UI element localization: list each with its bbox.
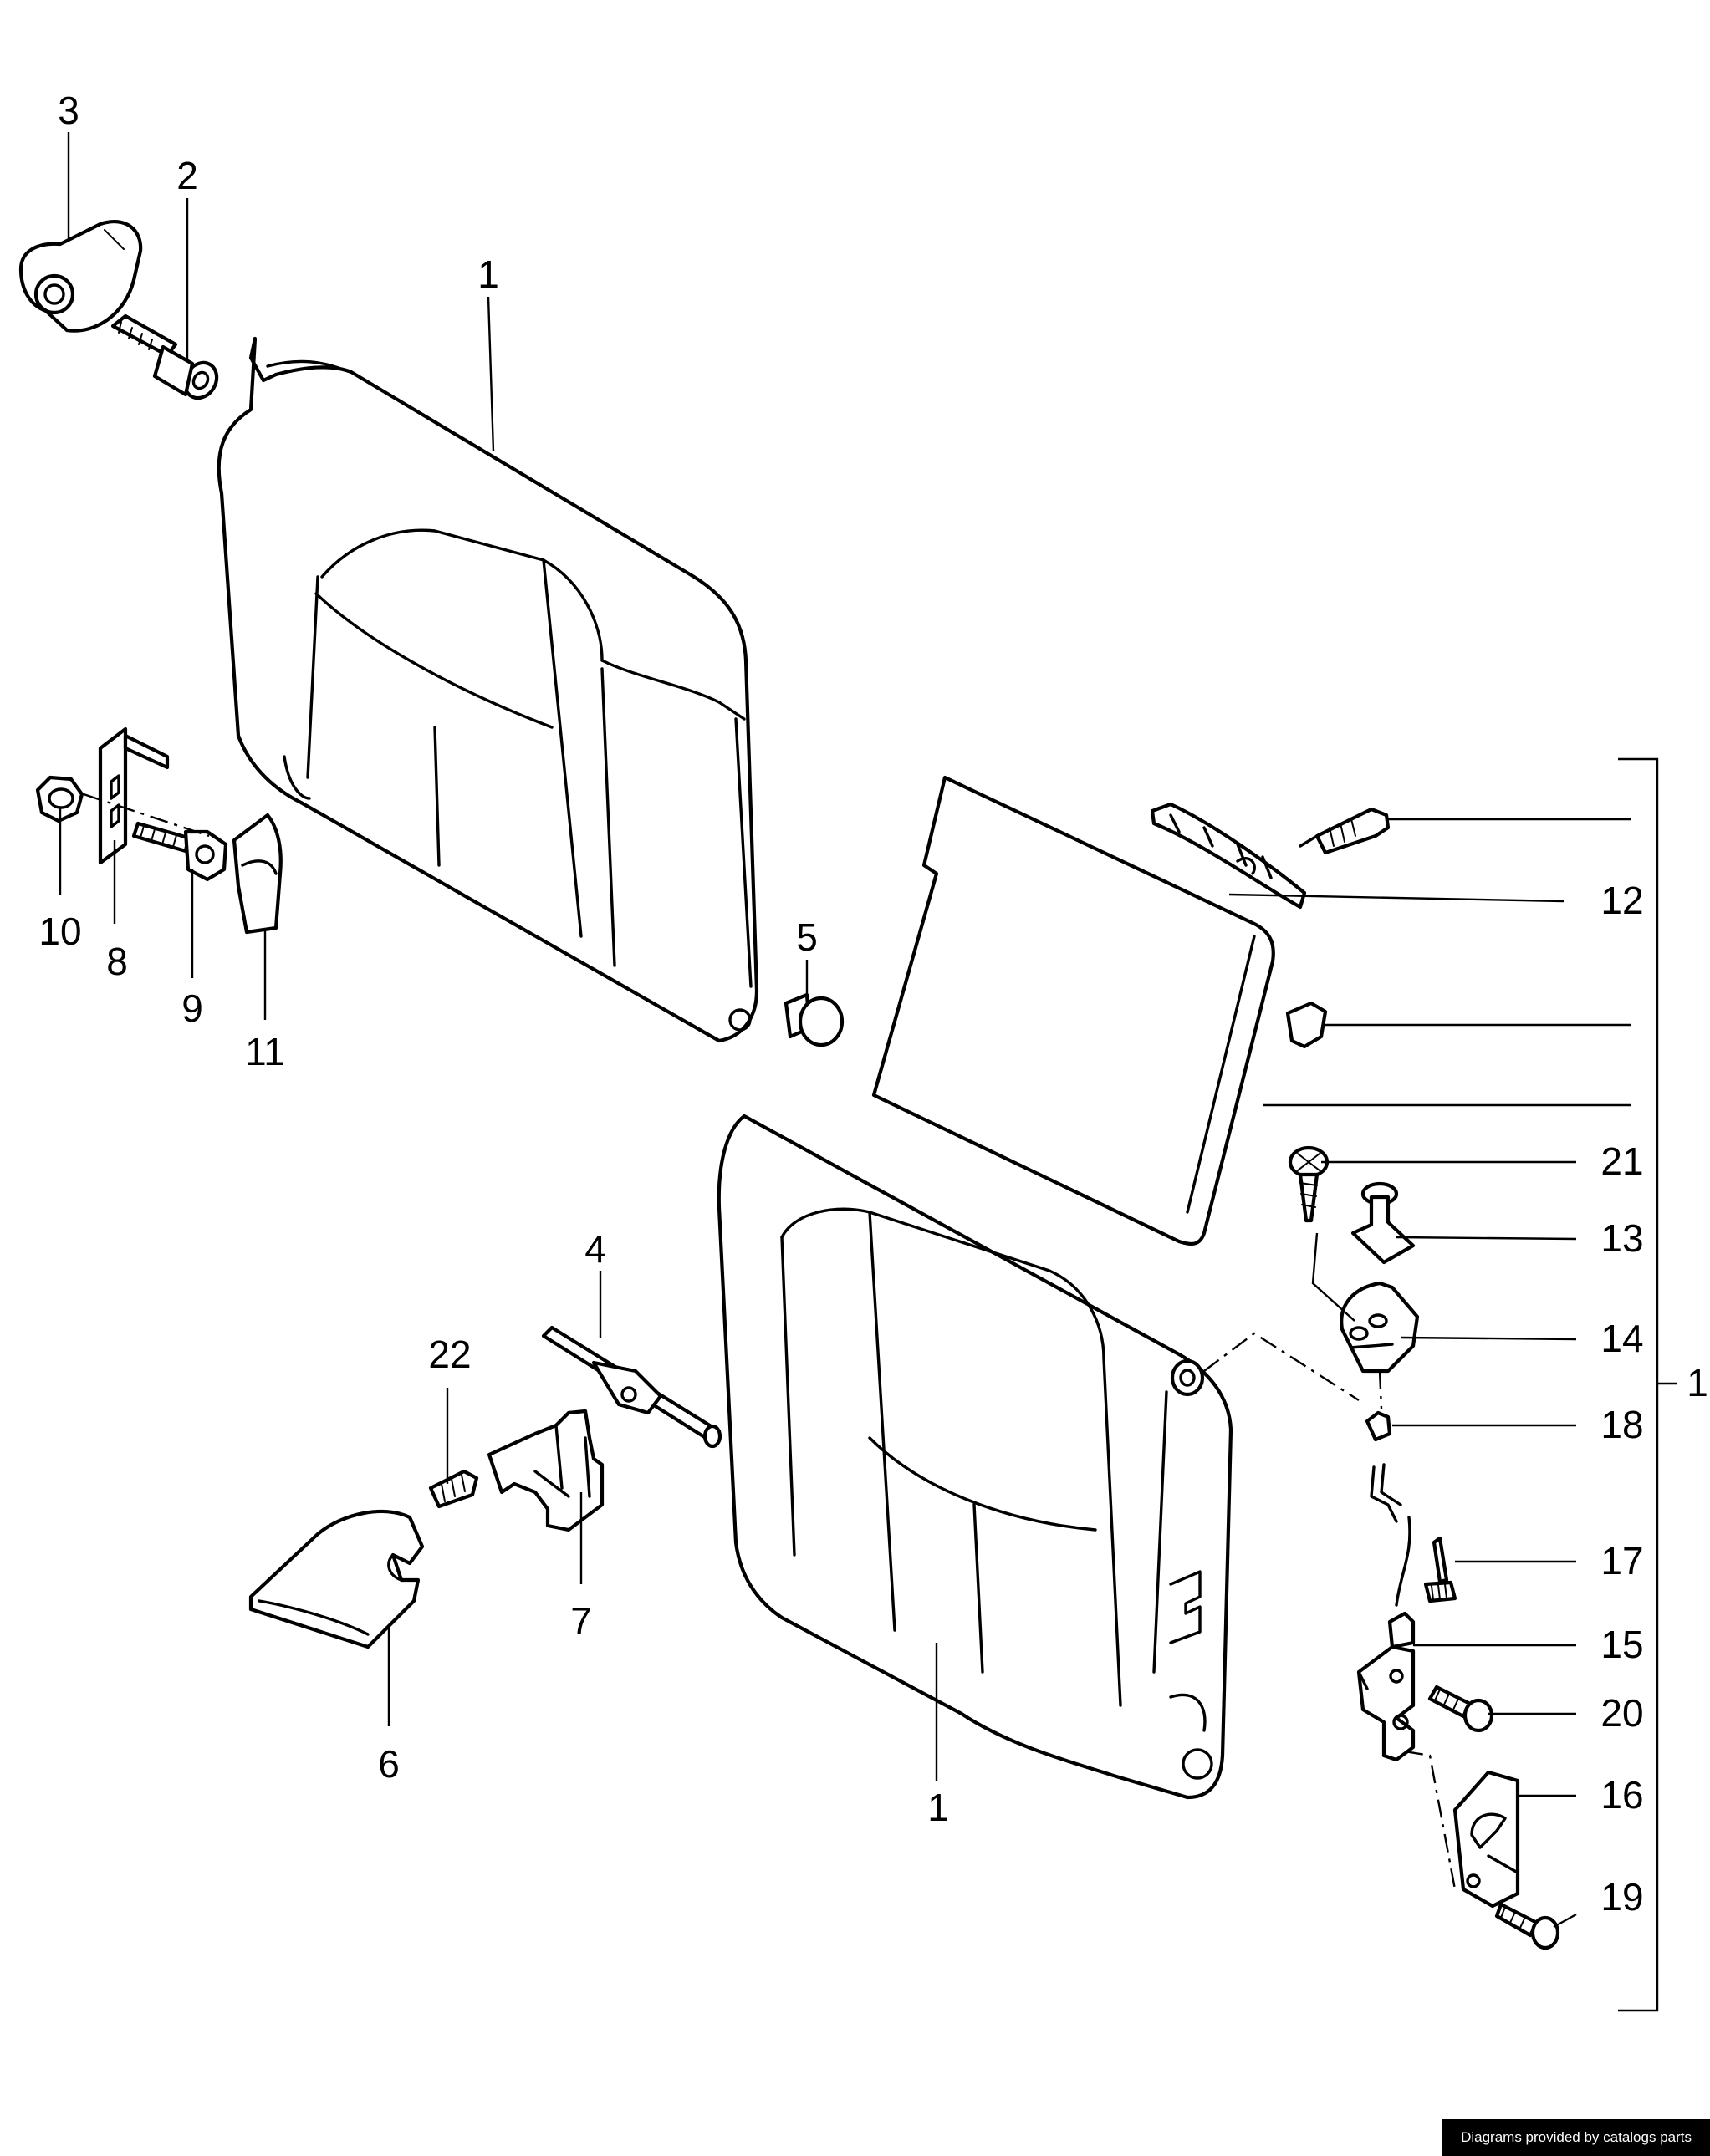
callout-2: 2 <box>176 154 198 197</box>
part-13-pin <box>1350 1181 1416 1265</box>
part-11-clip <box>232 813 283 935</box>
callout-9: 9 <box>181 986 203 1030</box>
callout-1-bottom: 1 <box>927 1786 949 1829</box>
callout-8: 8 <box>106 940 128 983</box>
callout-1-bracket: 1 <box>1687 1361 1708 1404</box>
part-2-pivot-bolt <box>110 313 219 400</box>
callout-19: 19 <box>1600 1875 1643 1919</box>
part-8-bracket <box>98 726 170 865</box>
callout-5: 5 <box>796 915 818 959</box>
callout-4: 4 <box>584 1227 606 1271</box>
callout-10: 10 <box>38 910 81 953</box>
callout-21: 21 <box>1600 1139 1643 1183</box>
callout-7: 7 <box>570 1599 592 1643</box>
callout-15: 15 <box>1600 1623 1643 1666</box>
callout-14: 14 <box>1600 1317 1643 1360</box>
callout-12: 12 <box>1600 879 1643 922</box>
part-21-screw <box>1288 1145 1330 1223</box>
part-4-rod <box>541 1325 722 1449</box>
part-6-cover <box>248 1509 425 1649</box>
callout-3: 3 <box>58 89 79 132</box>
callout-1-top: 1 <box>477 252 499 296</box>
callout-16: 16 <box>1600 1773 1643 1817</box>
part-16-striker-plate <box>1452 1770 1520 1909</box>
assembly-lines <box>83 793 1457 1890</box>
callout-22: 22 <box>428 1333 471 1376</box>
part-17-spring-pin <box>1423 1536 1457 1603</box>
leader-lines <box>59 132 1677 2012</box>
part-3-hinge-cap <box>18 219 143 333</box>
part-18-clip <box>1365 1410 1392 1442</box>
trim-screw <box>1299 807 1391 855</box>
diagram-credit-footer: Diagrams provided by catalogs parts <box>1442 2119 1710 2156</box>
callout-6: 6 <box>378 1742 400 1786</box>
backrest-panel <box>871 775 1275 1246</box>
part-5-push-pin <box>784 992 845 1047</box>
part-20-bolt <box>1427 1685 1494 1733</box>
callout-labels: 3 2 1 10 8 9 11 5 12 21 13 14 18 17 15 2… <box>38 89 1707 1919</box>
callout-11: 11 <box>245 1030 285 1073</box>
part-14-hinge-bracket <box>1340 1281 1420 1374</box>
callout-18: 18 <box>1600 1403 1643 1446</box>
part-22-screw <box>428 1469 479 1509</box>
callout-20: 20 <box>1600 1691 1643 1735</box>
part-12-trim-strip <box>1150 802 1307 910</box>
callout-13: 13 <box>1600 1216 1643 1260</box>
part-7-latch-bracket <box>487 1409 605 1532</box>
part-1-upper-backrest <box>217 336 759 1043</box>
part-19-screw <box>1494 1902 1560 1950</box>
part-9-bolt <box>131 821 228 882</box>
part-15-latch <box>1356 1463 1416 1762</box>
callout-17: 17 <box>1600 1539 1643 1583</box>
panel-clip <box>1285 1001 1328 1049</box>
part-1-lower-backrest <box>717 1114 1233 1800</box>
